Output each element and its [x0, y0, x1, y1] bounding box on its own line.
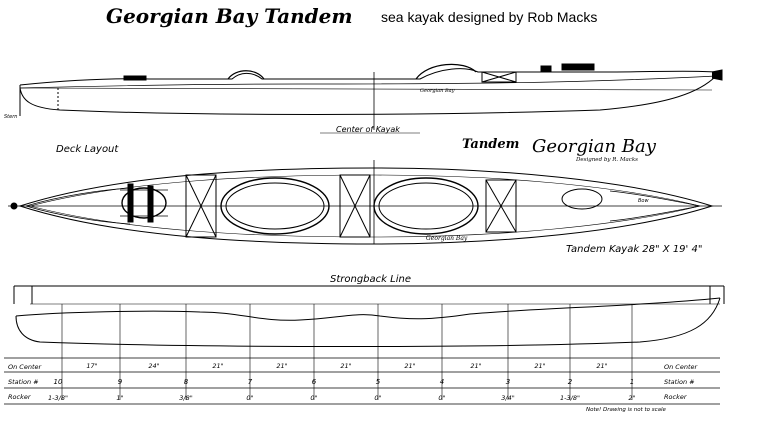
row-label-on-center-right: On Center: [664, 363, 699, 371]
rocker-value: 1-3/8": [560, 394, 580, 402]
station-number: 1: [630, 378, 634, 386]
side-sheer-line: [19, 75, 717, 89]
rocker-value: 0": [374, 394, 381, 402]
station-number: 9: [118, 378, 123, 386]
deck-spec-label: Tandem Kayak 28" X 19' 4": [566, 244, 702, 255]
spacing-value: 21": [596, 362, 607, 370]
side-hull-line: [19, 75, 717, 115]
rocker-value: 0": [310, 394, 317, 402]
deck-layout-label: Deck Layout: [56, 144, 119, 155]
deck-bow-note: Bow: [638, 198, 649, 204]
deck-cockpit-script: Georgian Bay: [426, 235, 468, 242]
deck-plan: [8, 160, 722, 245]
rocker-value: 1-3/8": [48, 394, 68, 402]
bulkhead-stern: [185, 174, 217, 238]
rocker-value: 0": [438, 394, 445, 402]
strongback-deck-line: [15, 297, 721, 321]
spacing-value: 17": [86, 362, 97, 370]
spacing-value: 21": [340, 362, 351, 370]
side-deck-line: [19, 68, 717, 86]
row-label-station-right: Station #: [664, 378, 695, 386]
side-bow-tip: [711, 69, 723, 81]
front-cockpit-opening: [378, 182, 474, 230]
side-stern-note: Stern: [4, 114, 17, 120]
front-cockpit-rim: [373, 177, 479, 235]
side-rear-coaming: [227, 70, 265, 80]
spacing-value: 21": [534, 362, 545, 370]
side-waterline: [19, 87, 713, 91]
bulkhead-middle: [339, 174, 371, 238]
stern-hatch-strap-1: [127, 183, 134, 223]
spacing-value: 21": [470, 362, 481, 370]
scale-note: Note! Drawing is not to scale: [586, 407, 667, 413]
spacing-value: 21": [212, 362, 223, 370]
stern-toggle: [10, 202, 18, 210]
station-number: 7: [248, 378, 253, 386]
station-number: 8: [184, 378, 189, 386]
plan-title: Georgian Bay Tandem: [106, 4, 353, 28]
station-number: 6: [312, 378, 317, 386]
station-number: 5: [376, 378, 381, 386]
rocker-value: 2": [628, 394, 635, 402]
side-hatch-fitting: [540, 65, 552, 73]
rear-cockpit-opening: [225, 182, 325, 230]
bow-day-hatch: [561, 188, 603, 210]
station-number: 4: [440, 378, 444, 386]
station-number-row: 10 9 8 7 6 5 4 3 2 1: [54, 378, 635, 386]
side-bulkhead-box: [481, 71, 517, 83]
side-deck-fitting-rear: [123, 75, 147, 81]
rear-cockpit-rim: [220, 177, 330, 235]
logo-tandem: Tandem: [462, 137, 519, 152]
deck-line-stbd: [25, 205, 131, 225]
logo-designer: Designed by R. Macks: [575, 157, 638, 163]
spacing-value: 24": [148, 362, 159, 370]
center-of-kayak-label: Center of Kayak: [336, 125, 400, 134]
bow-line-stbd: [609, 205, 701, 222]
spacing-value: 21": [276, 362, 287, 370]
logo-georgian-bay: Georgian Bay: [532, 136, 657, 157]
station-number: 2: [568, 378, 573, 386]
station-lines: [61, 304, 633, 400]
row-label-on-center: On Center: [8, 363, 43, 371]
spacing-row: 17" 24" 21" 21" 21" 21" 21" 21" 21": [86, 362, 607, 370]
row-label-rocker-right: Rocker: [664, 393, 688, 401]
side-hatch-fitting-2: [561, 63, 595, 71]
plan-subtitle: sea kayak designed by Rob Macks: [381, 9, 597, 25]
side-hull-script: Georgian Bay: [420, 88, 455, 94]
side-front-coaming: [415, 63, 477, 80]
stern-hatch-strap-2: [147, 185, 154, 223]
rocker-value: 3/8": [179, 394, 192, 402]
row-label-station: Station #: [8, 378, 39, 386]
deck-line-port: [25, 187, 131, 207]
side-view: [19, 63, 723, 130]
rocker-value: 1": [116, 394, 123, 402]
stern-hatch: [121, 187, 167, 219]
strongback-hull-line: [15, 297, 721, 347]
row-label-rocker: Rocker: [8, 393, 32, 401]
strongback-view: [4, 285, 725, 405]
rocker-row: 1-3/8" 1" 3/8" 0" 0" 0" 0" 3/4" 1-3/8" 2…: [48, 394, 636, 402]
side-bulkhead-x2: [481, 71, 517, 83]
rocker-value: 3/4": [501, 394, 514, 402]
station-number: 3: [506, 378, 510, 386]
bow-line-port: [609, 190, 701, 207]
bulkhead-bow: [485, 179, 517, 233]
strongback-label: Strongback Line: [330, 274, 411, 285]
station-number: 10: [54, 378, 63, 386]
rocker-value: 0": [246, 394, 253, 402]
spacing-value: 21": [404, 362, 415, 370]
